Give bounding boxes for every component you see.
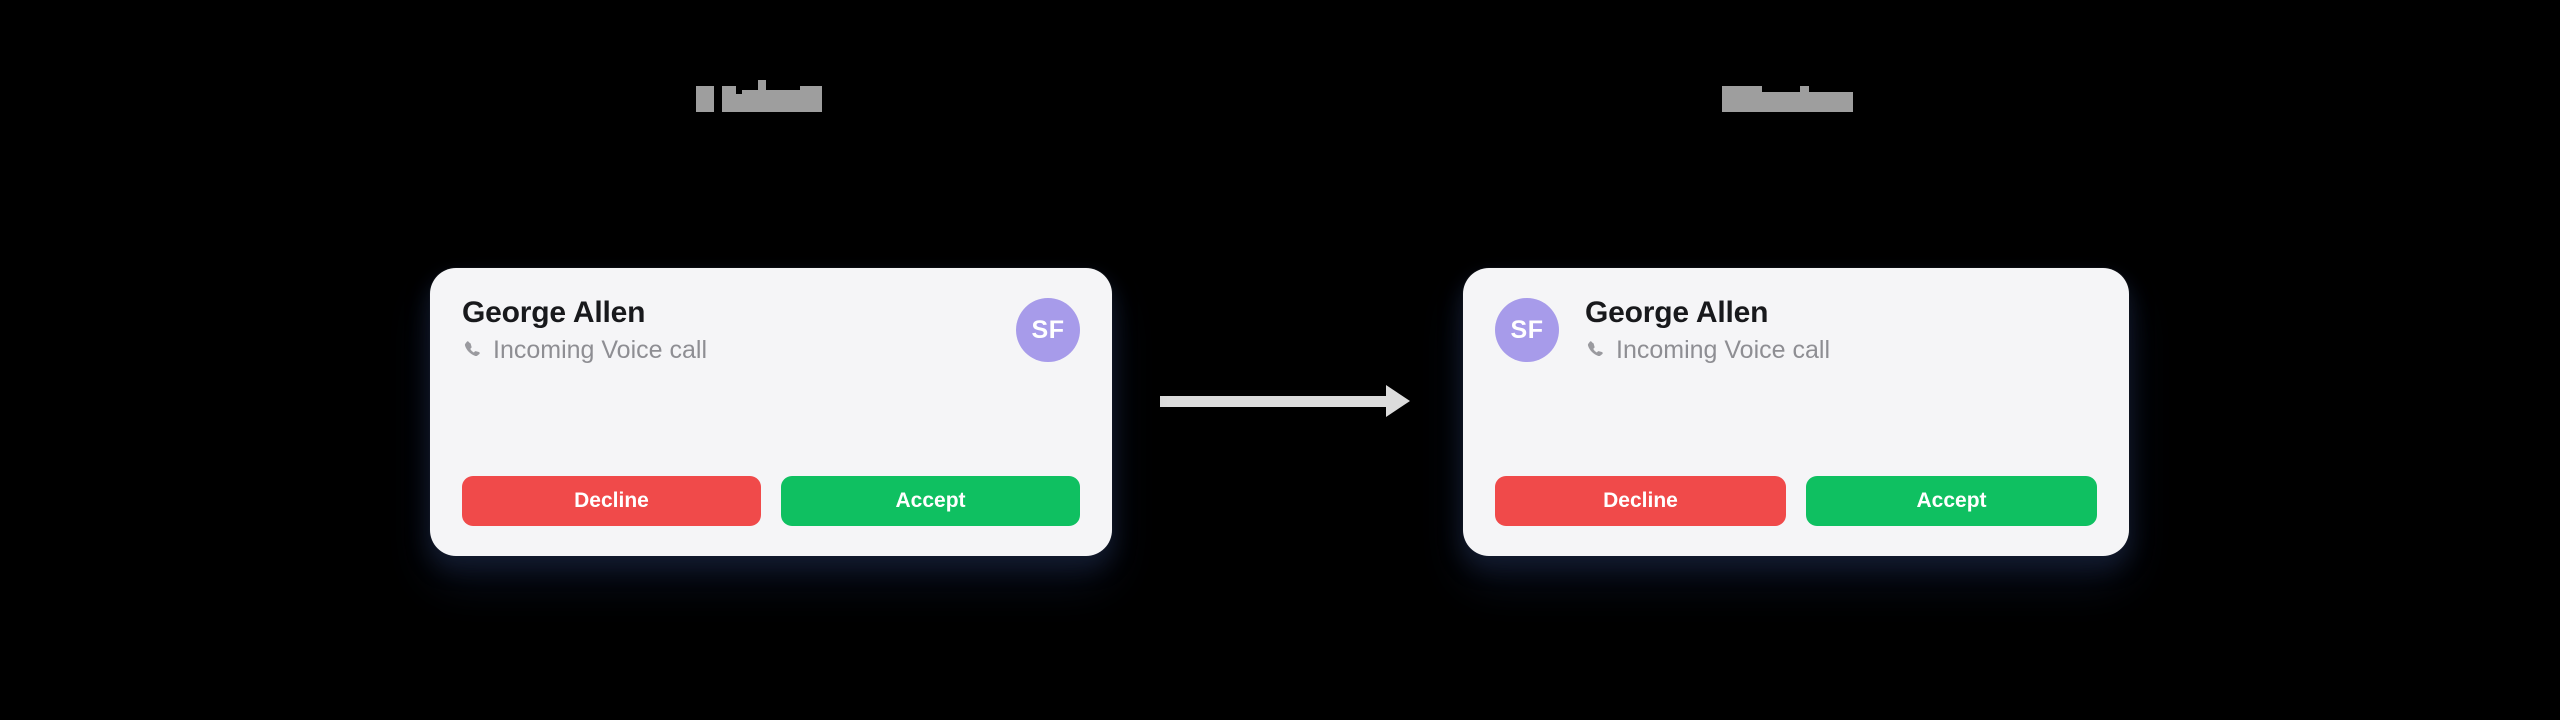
redaction-block (1800, 86, 1809, 112)
arrow-shaft (1160, 396, 1388, 407)
incoming-call-card-avatar-right: George Allen Incoming Voice call SF Decl… (430, 268, 1112, 556)
caller-name: George Allen (462, 296, 646, 329)
call-status-text: Incoming Voice call (493, 335, 708, 364)
decline-button[interactable]: Decline (462, 476, 761, 526)
redaction-block (766, 90, 800, 112)
caption-right-redacted (1722, 78, 1853, 112)
arrow-head-icon (1386, 385, 1410, 417)
caller-name: George Allen (1585, 296, 1769, 329)
redaction-block (1722, 86, 1762, 112)
accept-button[interactable]: Accept (781, 476, 1080, 526)
redaction-block (1762, 92, 1800, 112)
phone-icon (1587, 341, 1603, 357)
caller-info: George Allen Incoming Voice call (1585, 296, 1830, 364)
transform-arrow (1160, 385, 1410, 417)
call-status: Incoming Voice call (1585, 336, 1830, 365)
redaction-block (742, 90, 758, 112)
card-header: SF George Allen Incoming Voice call (1495, 296, 2097, 364)
call-actions: Decline Accept (1495, 476, 2097, 526)
avatar: SF (1016, 298, 1080, 363)
call-actions: Decline Accept (462, 476, 1080, 526)
incoming-call-card-avatar-left: SF George Allen Incoming Voice call Decl… (1463, 268, 2129, 556)
redaction-block (696, 86, 714, 112)
caption-right-text (1722, 111, 1723, 112)
caption-left-redacted (696, 78, 822, 112)
decline-button[interactable]: Decline (1495, 476, 1786, 526)
call-status: Incoming Voice call (462, 336, 707, 365)
caller-info: George Allen Incoming Voice call (462, 296, 707, 364)
accept-button[interactable]: Accept (1806, 476, 2097, 526)
caption-left-text (696, 111, 697, 112)
redaction-block (800, 86, 822, 112)
redaction-block (1809, 92, 1853, 112)
avatar: SF (1495, 298, 1559, 363)
phone-icon (464, 341, 480, 357)
card-header: George Allen Incoming Voice call SF (462, 296, 1080, 364)
redaction-block (722, 86, 736, 112)
redaction-block (758, 80, 766, 112)
call-status-text: Incoming Voice call (1616, 335, 1831, 364)
redaction-block (736, 94, 742, 112)
redaction-block (714, 86, 722, 112)
